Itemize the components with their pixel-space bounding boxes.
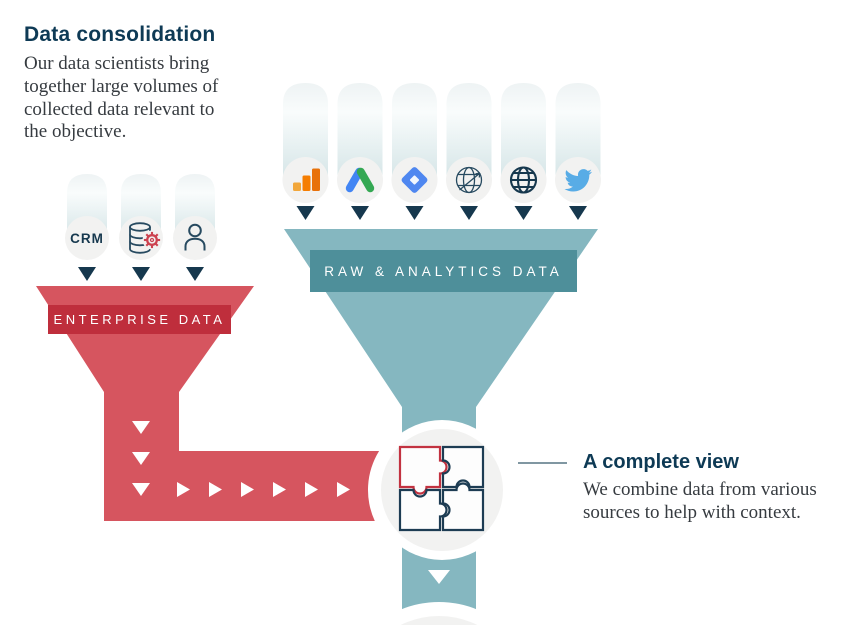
right-arrow-icon [337,482,350,497]
right-arrow-icon [241,482,254,497]
source-column [392,83,437,180]
down-arrow-icon [405,206,424,220]
enterprise-band [48,305,231,334]
analytics-source-columns [283,83,601,180]
google-analytics-icon [293,168,320,191]
raw-analytics-band [310,250,577,292]
pipe-flow-arrows [132,421,350,497]
puzzle-piece-red [398,445,448,495]
right-arrow-icon [209,482,222,497]
google-ads-icon [345,167,375,193]
puzzle-icon [398,445,485,532]
source-column [501,83,546,180]
web-data-globe-icon [455,166,483,194]
enterprise-funnel [36,286,380,521]
down-arrow-icon [132,483,150,496]
twitter-icon [564,169,593,192]
source-column [555,83,601,180]
page-subtitle: Our data scientists bring together large… [24,53,219,143]
page-title: Data consolidation [24,23,216,46]
callout-title: A complete view [583,451,739,473]
complete-view-node [372,420,512,560]
down-arrow-icon [460,206,478,220]
down-arrow-icon [78,267,96,281]
database-gear-icon [129,222,162,254]
source-column [446,83,492,180]
down-arrow-icon [514,206,533,220]
raw-analytics-data-label: RAW & ANALYTICS DATA [324,263,563,279]
down-arrow-icon [132,452,150,465]
down-arrow-icon [351,206,369,220]
puzzle-piece-navy [441,445,485,489]
feed-arrows-right [296,206,587,220]
down-arrow-icon [296,206,315,220]
feed-arrows-left [78,267,204,281]
puzzle-piece-navy [398,488,448,532]
customer-profile-icon [184,223,206,251]
down-arrow-icon [428,570,450,584]
down-arrow-icon [186,267,204,281]
crm-icon: CRM [70,231,104,246]
enterprise-data-label: ENTERPRISE DATA [53,312,226,327]
down-arrow-icon [569,206,587,220]
google-tag-manager-icon [401,167,428,193]
puzzle-piece-navy [441,482,485,532]
down-arrow-icon [132,421,150,434]
right-arrow-icon [177,482,190,497]
source-column [283,83,328,180]
callout-body: We combine data from various sources to … [583,479,817,523]
next-stage-node [375,602,503,625]
right-arrow-icon [305,482,318,497]
right-arrow-icon [273,482,286,497]
globe-icon [509,166,538,194]
source-column [337,83,383,180]
down-arrow-icon [132,267,150,281]
